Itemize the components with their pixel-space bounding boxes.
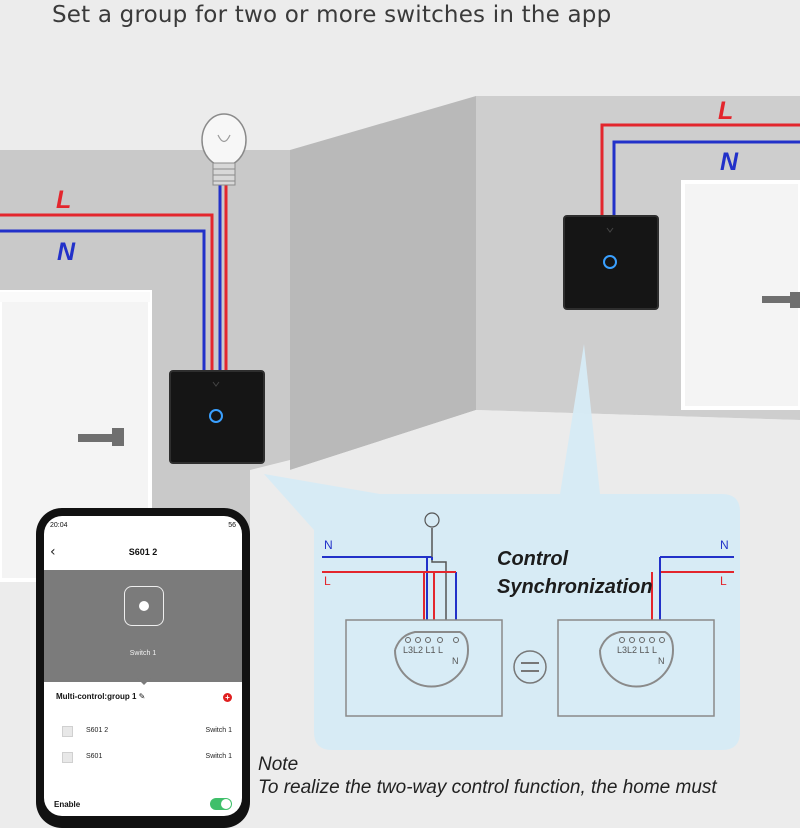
right-live-label: L	[718, 97, 734, 125]
device-checkbox[interactable]	[62, 752, 73, 763]
device-name: S601 2	[86, 727, 109, 734]
left-terminal-n: N	[452, 656, 459, 666]
right-neutral-wire	[612, 140, 800, 218]
right-door-handle	[762, 296, 800, 303]
pencil-icon[interactable]: ✎	[138, 692, 146, 701]
note-title: Note	[258, 754, 299, 775]
headline: Set a group for two or more switches in …	[52, 2, 612, 28]
group-header: Multi-control:group 1 ✎ +	[56, 692, 232, 708]
diagram-right-l: L	[720, 574, 727, 588]
status-bar: 20:04 56	[50, 522, 236, 529]
left-wall-switch	[169, 370, 265, 464]
device-switch: Switch 1	[205, 727, 232, 734]
group-label: Multi-control:group 1	[56, 692, 137, 701]
status-time: 20:04	[50, 522, 68, 529]
app-screen: 20:04 56 ‹ S601 2 Switch 1 Multi-control…	[44, 516, 242, 816]
sync-icon	[513, 650, 547, 684]
left-neutral-label: N	[57, 238, 76, 266]
device-checkbox[interactable]	[62, 726, 73, 737]
nav-bar: ‹ S601 2	[44, 538, 242, 570]
left-terminal-labels: L3L2 L1 L	[403, 645, 444, 655]
right-terminal-labels: L3L2 L1 L	[617, 645, 658, 655]
switch-1-button[interactable]	[124, 586, 164, 626]
right-door	[681, 180, 800, 410]
chevron-left-icon[interactable]: ‹	[50, 544, 56, 560]
diagram-title-line1: Control	[497, 548, 569, 570]
diagram-title-line2: Synchronization	[497, 576, 653, 598]
diagram-right-n: N	[720, 538, 729, 552]
light-bulb-icon	[201, 113, 247, 186]
switch-1-label: Switch 1	[129, 650, 157, 657]
note-body: To realize the two-way control function,…	[258, 777, 717, 798]
device-title: S601 2	[128, 547, 158, 557]
status-right: 56	[228, 522, 236, 529]
switch-panel: Switch 1	[44, 570, 242, 682]
device-name: S601	[86, 753, 103, 760]
right-wall-switch	[563, 215, 659, 310]
left-door-handle	[78, 434, 124, 442]
diagram-left-n: N	[324, 538, 333, 552]
middle-wall	[290, 96, 476, 470]
diagram-left-l: L	[324, 574, 331, 588]
right-neutral-label: N	[720, 148, 739, 176]
left-live-wire	[0, 213, 214, 375]
plus-icon[interactable]: +	[223, 693, 232, 702]
phone-mockup: 20:04 56 ‹ S601 2 Switch 1 Multi-control…	[36, 508, 250, 828]
left-neutral-wire	[0, 229, 206, 375]
enable-label: Enable	[54, 800, 81, 809]
right-live-wire	[600, 123, 800, 218]
right-terminal-n: N	[658, 656, 665, 666]
wiring-diagram	[322, 512, 734, 717]
left-live-label: L	[56, 186, 72, 214]
device-row[interactable]: S601 2 Switch 1	[56, 724, 232, 742]
enable-row: Enable	[54, 798, 232, 810]
installation-scene	[0, 96, 800, 750]
diagram-bulb-icon	[424, 512, 440, 528]
panel-pointer	[137, 678, 151, 685]
device-switch: Switch 1	[205, 753, 232, 760]
device-row[interactable]: S601 Switch 1	[56, 750, 232, 768]
